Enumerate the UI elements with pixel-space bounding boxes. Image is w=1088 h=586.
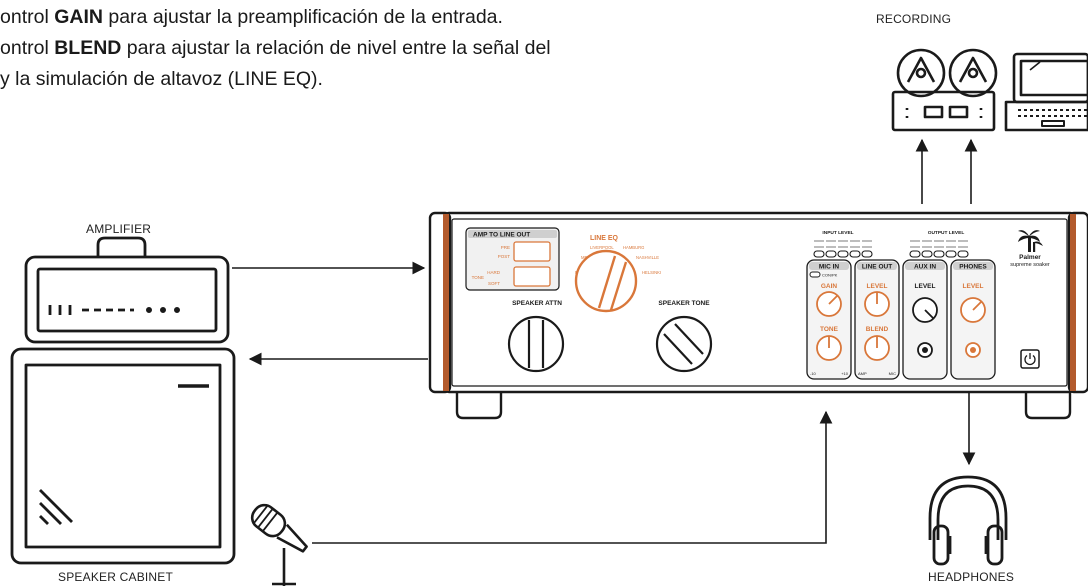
svg-text:Palmer: Palmer (1019, 254, 1041, 261)
svg-text:MIC IN: MIC IN (819, 264, 840, 271)
svg-text:BLEND: BLEND (866, 326, 889, 333)
line-out-level-knob[interactable] (864, 291, 890, 317)
power-button[interactable] (1020, 349, 1040, 369)
svg-text:HELSINKI: HELSINKI (642, 270, 661, 275)
tape-recorder-icon (891, 48, 998, 132)
phones-level-knob[interactable] (960, 297, 986, 323)
aux-in-jack[interactable] (917, 342, 933, 358)
mic-in-panel: MIC IN CON/PK GAIN TONE -10 +10 (806, 259, 852, 380)
blend-knob[interactable] (864, 335, 890, 361)
microphone-icon (250, 503, 308, 586)
svg-text:LEVEL: LEVEL (963, 283, 984, 290)
aux-level-knob[interactable] (912, 297, 938, 323)
svg-text:-10: -10 (810, 371, 817, 376)
con-pk-switch[interactable] (809, 271, 821, 278)
svg-text:HARD: HARD (487, 270, 501, 275)
speaker-tone-knob[interactable] (655, 315, 713, 373)
svg-text:TONE: TONE (820, 326, 839, 333)
pre-post-switch[interactable] (513, 241, 551, 262)
palmer-logo: Palmer supreme soaker (1010, 230, 1050, 268)
svg-text:SOFT: SOFT (488, 281, 500, 286)
phones-panel: PHONES LEVEL (950, 259, 996, 380)
amplifier-icon (24, 236, 230, 344)
recording-caption: RECORDING (876, 12, 952, 26)
svg-text:POST: POST (498, 254, 511, 259)
line-eq-selector: LINE EQ LIVERPOOL HAMBURG MEMPHIS NASHVI… (574, 235, 661, 313)
mic-tone-knob[interactable] (816, 335, 842, 361)
svg-text:LINE OUT: LINE OUT (862, 264, 892, 271)
input-level-label: INPUT LEVEL (822, 230, 853, 236)
amp-to-line-out-label: AMP TO LINE OUT (473, 232, 530, 239)
svg-text:CON/PK: CON/PK (822, 273, 838, 278)
svg-text:GAIN: GAIN (821, 283, 838, 290)
svg-text:LINE EQ: LINE EQ (590, 235, 619, 242)
intro-text: ontrol GAIN para ajustar la preamplifica… (0, 2, 760, 95)
speaker-cabinet-icon (10, 347, 236, 565)
tone-hard-soft-switch[interactable] (513, 266, 551, 287)
svg-text:LIVERPOOL: LIVERPOOL (590, 245, 614, 250)
svg-text:supreme soaker: supreme soaker (1010, 262, 1050, 268)
laptop-icon (1004, 52, 1088, 132)
output-level-label: OUTPUT LEVEL (928, 230, 965, 236)
intro-line-1: ontrol GAIN para ajustar la preamplifica… (0, 6, 503, 28)
svg-text:LEVEL: LEVEL (915, 283, 936, 290)
svg-text:PHONES: PHONES (959, 264, 987, 271)
headphones-caption: HEADPHONES (928, 570, 1015, 584)
gain-knob[interactable] (816, 291, 842, 317)
speaker-attn-knob[interactable] (507, 315, 565, 373)
speaker-attn-label: SPEAKER ATTN (512, 300, 562, 307)
power-icon (1024, 354, 1036, 366)
svg-text:LEVEL: LEVEL (867, 283, 888, 290)
line-eq-knob[interactable] (574, 249, 638, 313)
aux-in-panel: AUX IN LEVEL (902, 259, 948, 380)
palmer-device: AMP TO LINE OUT PRE POST HARD TONE SOFT … (428, 211, 1088, 420)
svg-text:+10: +10 (841, 371, 849, 376)
speaker-tone-label: SPEAKER TONE (658, 300, 710, 307)
intro-line-3: y la simulación de altavoz (LINE EQ). (0, 68, 323, 90)
signal-arrows (232, 138, 978, 544)
phones-jack[interactable] (965, 342, 981, 358)
amp-to-line-out-panel: AMP TO LINE OUT PRE POST HARD TONE SOFT (465, 227, 560, 291)
svg-text:HAMBURG: HAMBURG (623, 245, 644, 250)
svg-text:AUX IN: AUX IN (914, 264, 936, 271)
svg-text:MIC: MIC (889, 371, 896, 376)
headphones-icon (928, 475, 1008, 566)
svg-text:NASHVILLE: NASHVILLE (636, 255, 659, 260)
line-out-panel: LINE OUT LEVEL BLEND AMP MIC (854, 259, 900, 380)
intro-line-2: ontrol BLEND para ajustar la relación de… (0, 37, 551, 59)
input-level-meter (813, 240, 873, 258)
output-level-meter (909, 240, 969, 258)
amplifier-caption: AMPLIFIER (86, 222, 152, 236)
palm-tree-icon (1018, 230, 1043, 252)
svg-text:PRE: PRE (501, 245, 510, 250)
svg-text:AMP: AMP (858, 371, 867, 376)
svg-text:TONE: TONE (472, 275, 484, 280)
speaker-cabinet-caption: SPEAKER CABINET (58, 570, 174, 584)
